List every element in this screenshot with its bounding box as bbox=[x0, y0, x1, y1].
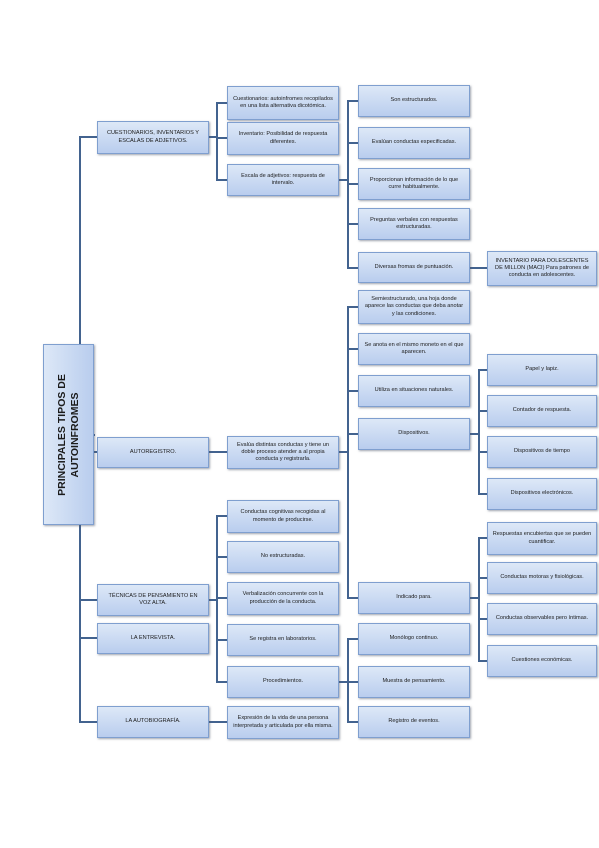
node-cuestionarios: CUESTIONARIOS, INVENTARIOS Y ESCALAS DE … bbox=[97, 121, 209, 154]
node-cuestiones-economicas: Cuestiones económicas. bbox=[487, 645, 597, 677]
node-autobiografia: LA AUTOBIOGRAFÍA. bbox=[97, 706, 209, 738]
node-dispositivos: Dispositivos. bbox=[358, 418, 470, 450]
node-monologo-continuo: Monólogo continuo. bbox=[358, 623, 470, 655]
root-node: PRINCIPALES TIPOS DE AUTOINFROMES bbox=[43, 344, 94, 525]
node-semiestructurado: Semiestructurado, una hoja donde aparece… bbox=[358, 290, 470, 324]
node-dispositivos-electronicos: Dispositivos electrónicos. bbox=[487, 478, 597, 510]
node-no-estructuradas: No estructuradas. bbox=[227, 541, 339, 573]
node-contador-respuesta: Contador de respuesta. bbox=[487, 395, 597, 427]
node-inventario-def: Inventario: Posibilidad de respuesta dif… bbox=[227, 122, 339, 155]
node-preguntas-verbales: Preguntas verbales con respuestas estruc… bbox=[358, 208, 470, 240]
node-conductas-motoras: Conductas motoras y fisiológicas. bbox=[487, 562, 597, 594]
node-autobiografia-def: Expresión de la vida de una persona inte… bbox=[227, 706, 339, 739]
node-verbalizacion-concurrente: Verbalización concurrente con la producc… bbox=[227, 582, 339, 615]
node-maci-inventario: INVENTARIO PARA DOLESCENTES DE MILLON (M… bbox=[487, 251, 597, 286]
node-evaluan-conductas: Evalúan conductas especificadas. bbox=[358, 127, 470, 159]
node-muestra-pensamiento: Muestra de pensamiento. bbox=[358, 666, 470, 698]
node-cuestionarios-def: Cuestionarios: autoinfromes recopilados … bbox=[227, 86, 339, 120]
node-entrevista: LA ENTREVISTA. bbox=[97, 623, 209, 654]
root-title: PRINCIPALES TIPOS DE AUTOINFROMES bbox=[55, 373, 81, 496]
node-papel-lapiz: Papel y lapiz. bbox=[487, 354, 597, 386]
node-dispositivos-tiempo: Dispositivos de tiempo bbox=[487, 436, 597, 468]
node-respuestas-encubiertas: Respuestas encubiertas que se pueden cua… bbox=[487, 522, 597, 555]
node-diversas-formas-puntuacion: Diversas fromas de puntuación. bbox=[358, 252, 470, 283]
node-conductas-cognitivas: Conductas cognitivas recogidas al moment… bbox=[227, 500, 339, 533]
node-registro-eventos: Registro de eventos. bbox=[358, 706, 470, 738]
node-autoregistro: AUTOREGISTRO. bbox=[97, 437, 209, 468]
node-conductas-observables: Conductas observables pero íntimas. bbox=[487, 603, 597, 635]
node-proporcionan-informacion: Proporcionan información de lo que curre… bbox=[358, 168, 470, 200]
node-procedimientos: Procedimientos. bbox=[227, 666, 339, 698]
node-pensamiento-voz-alta: TÉCNICAS DE PENSAMIENTO EN VOZ ALTA. bbox=[97, 584, 209, 616]
node-situaciones-naturales: Utiliza en situaciones naturales. bbox=[358, 375, 470, 407]
node-autoregistro-def: Evalúa distintas conductas y tiene un do… bbox=[227, 436, 339, 469]
node-anota-mismo-momento: Se anota en el mismo moneto en el que ap… bbox=[358, 333, 470, 365]
node-registra-laboratorios: Se registra en laboratorios. bbox=[227, 624, 339, 656]
node-son-estructurados: Son estructurados. bbox=[358, 85, 470, 117]
node-escala-adjetivos-def: Escala de adjetivos: respuesta de interv… bbox=[227, 164, 339, 196]
node-indicado-para: Indicado para. bbox=[358, 582, 470, 614]
